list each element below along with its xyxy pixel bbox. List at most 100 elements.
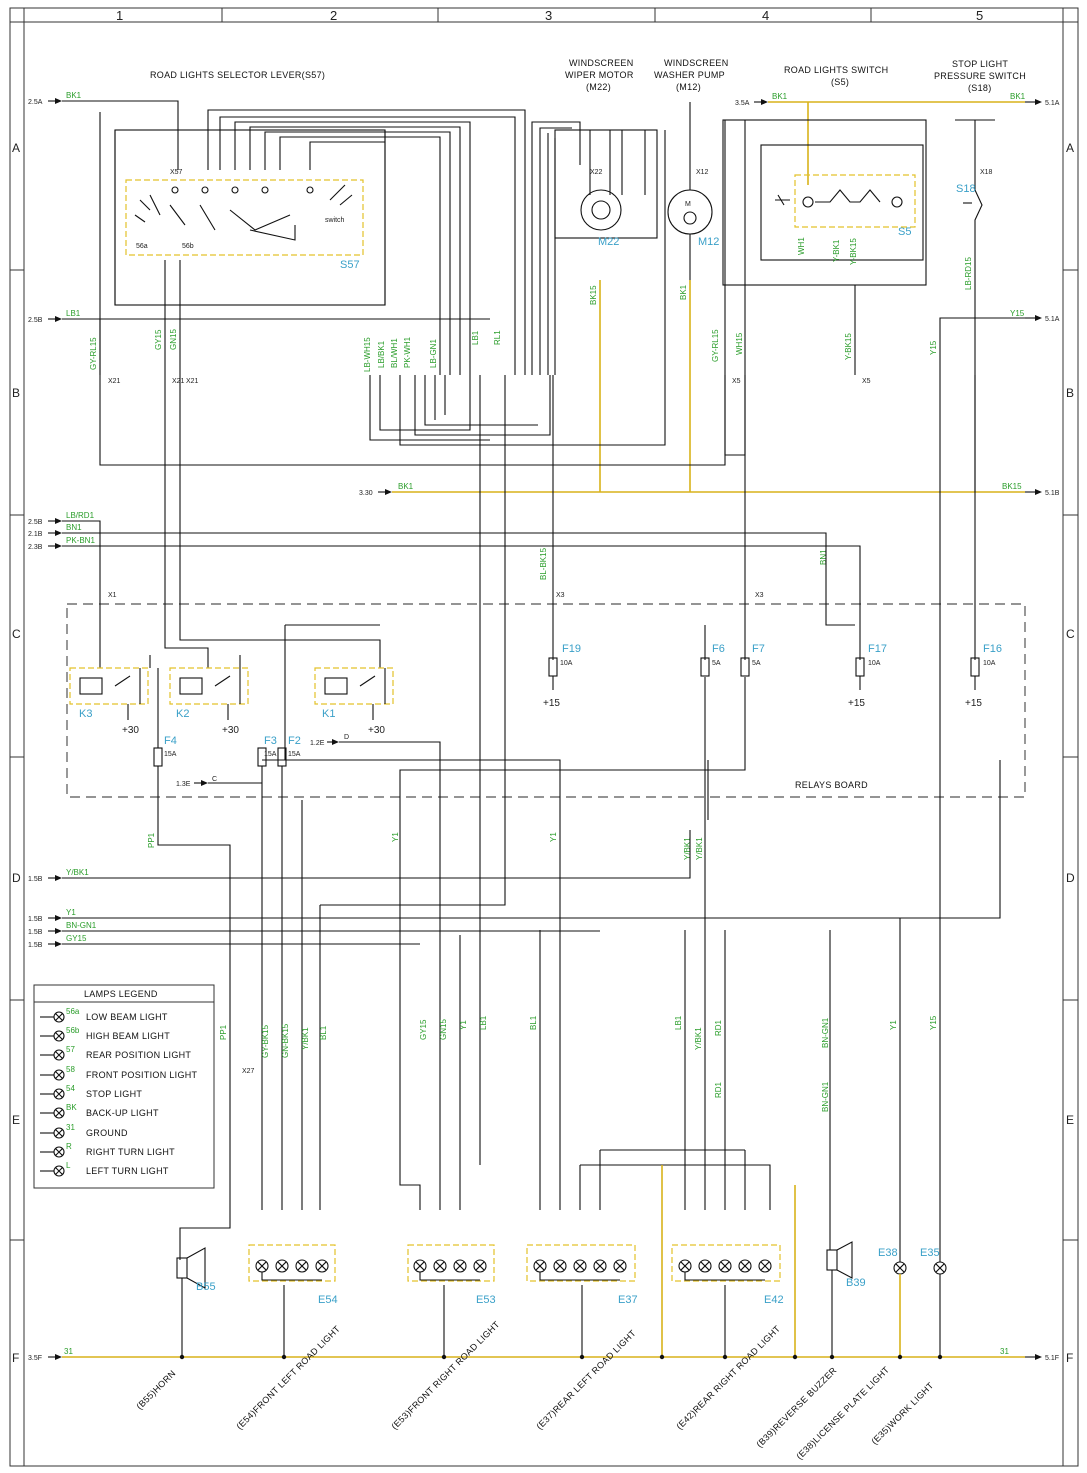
lamp-cross-icon — [740, 1261, 750, 1271]
column-label-1: 1 — [116, 8, 123, 23]
legend-label-left-turn: LEFT TURN LIGHT — [86, 1166, 169, 1176]
lamp-common-wire — [684, 1272, 765, 1281]
tag-f4: F4 — [164, 735, 177, 747]
ref-12e: 1.2E — [310, 740, 325, 747]
wl-ybk1: Y-BK1 — [832, 239, 841, 262]
title-wiper-motor-2: WIPER MOTOR — [565, 70, 634, 80]
tag-s18: S18 — [956, 183, 976, 195]
lamp-cross-icon — [615, 1261, 625, 1271]
lamp-cross-icon — [555, 1261, 565, 1271]
svg-text:54: 54 — [66, 1084, 75, 1093]
lamp-bulb-icon — [553, 1259, 567, 1273]
tag-e54: E54 — [318, 1294, 338, 1306]
tag-f17: F17 — [868, 643, 887, 655]
svg-text:31: 31 — [66, 1123, 75, 1132]
tag-f6: F6 — [712, 643, 725, 655]
label-rear-right: (E42)REAR RIGHT ROAD LIGHT — [674, 1323, 782, 1431]
wl-wh15: WH15 — [735, 332, 744, 355]
wl-blbk15: BL-BK15 — [539, 547, 548, 580]
wire-label-lb1: LB1 — [66, 309, 81, 318]
right-reference-arrows: 5.1A 5.1A 5.1B 5.1F — [1025, 99, 1060, 1362]
wl-e-gy15: GY15 — [419, 1019, 428, 1040]
wl-e-y1: Y1 — [459, 1020, 468, 1030]
wl-e-lb1-b: LB1 — [674, 1015, 683, 1030]
tag-b39: B39 — [846, 1277, 866, 1289]
tag-k2: K2 — [176, 708, 189, 720]
legend-item-9: L LEFT TURN LIGHT — [40, 1161, 169, 1177]
wl-rl1: RL1 — [493, 330, 502, 345]
tag-k1: K1 — [322, 708, 335, 720]
title-washer-pump-2: WASHER PUMP — [654, 70, 725, 80]
tag-f3: F3 — [264, 735, 277, 747]
lamp-cross-icon — [475, 1261, 485, 1271]
title-stop-light-2: PRESSURE SWITCH — [934, 71, 1026, 81]
fuse-f16 — [970, 657, 980, 690]
lamp-cross-icon — [257, 1261, 267, 1271]
fuse-f17 — [855, 657, 865, 690]
supply-k3: +30 — [122, 725, 139, 736]
ref-51a-2: 5.1A — [1045, 316, 1060, 323]
wl-lbgn1: LB-GN1 — [429, 339, 438, 368]
connector-labels: X21 X21 X21 X5 X5 X1 X3 X3 X27 X57 X22 X… — [108, 169, 993, 1075]
label-horn: (B55)HORN — [134, 1368, 177, 1411]
label-rear-left: (E37)REAR LEFT ROAD LIGHT — [534, 1328, 638, 1432]
wl-e-gn15: GN15 — [439, 1019, 448, 1040]
ref-15b-b: 1.5B — [28, 916, 43, 923]
wire-label-pkbn1: PK-BN1 — [66, 536, 95, 545]
tag-s5: S5 — [898, 226, 911, 238]
wl-gn15: GN15 — [169, 329, 178, 350]
wl-e-y1-b: Y1 — [889, 1020, 898, 1030]
work-light-e35 — [933, 1261, 947, 1357]
road-lights-switch-s5 — [722, 119, 927, 286]
wl-gyrl15-b: GY-RL15 — [711, 329, 720, 362]
relay-k2 — [169, 655, 249, 720]
wl-e-ybk1-b: Y/BK1 — [694, 1027, 703, 1050]
relays-board — [62, 375, 1026, 875]
lamp-bulb-icon — [573, 1259, 587, 1273]
relay-k1 — [314, 667, 394, 720]
ref-23b: 2.3B — [28, 544, 43, 551]
wl-pp1-mid: PP1 — [147, 832, 156, 848]
wl-d-gy15: GY15 — [66, 934, 87, 943]
left-reference-arrows: 2.5A 2.5B 2.5B 2.1B 2.3B 1.5B 1.5B 1.5B … — [28, 98, 768, 1362]
supply-buses — [62, 100, 1025, 1358]
lamp-bulb-icon — [613, 1259, 627, 1273]
wl-lbwh15: LB-WH15 — [363, 337, 372, 372]
wl-e-gnbk15: GN-BK15 — [281, 1023, 290, 1058]
ref-51b: 5.1B — [1045, 490, 1060, 497]
legend-label-high-beam: HIGH BEAM LIGHT — [86, 1031, 170, 1041]
conn-x12-a: X12 — [696, 169, 709, 176]
column-label-4: 4 — [762, 8, 769, 23]
lamp-bulb-icon — [698, 1259, 712, 1273]
title-washer-pump-3: (M12) — [676, 82, 701, 92]
ref-51a: 5.1A — [1045, 100, 1060, 107]
stop-light-switch-s18 — [955, 119, 995, 492]
tag-f16: F16 — [983, 643, 1002, 655]
legend-item-6: BK BACK-UP LIGHT — [40, 1103, 159, 1119]
wl-bk15: BK15 — [589, 285, 598, 305]
supply-f17: +15 — [848, 698, 865, 709]
legend-title: LAMPS LEGEND — [84, 989, 158, 999]
rating-f7: 5A — [752, 660, 761, 667]
lamp-bulb-icon — [593, 1259, 607, 1273]
svg-text:56b: 56b — [66, 1026, 80, 1035]
row-label-f-right: F — [1066, 1351, 1073, 1365]
lamp-bulb-icon — [758, 1259, 772, 1273]
tag-m22: M22 — [598, 236, 619, 248]
lamp-housing — [407, 1244, 495, 1282]
svg-text:56a: 56a — [66, 1007, 80, 1016]
label-front-right: (E53)FRONT RIGHT ROAD LIGHT — [389, 1319, 501, 1431]
drawing-frame — [9, 7, 1079, 1467]
inline-letter-c: C — [212, 776, 217, 783]
supply-k1: +30 — [368, 725, 385, 736]
wl-ybk1-d: Y/BK1 — [683, 837, 692, 860]
row-label-b-right: B — [1066, 386, 1074, 400]
wl-ybk1-d2: Y/BK1 — [695, 837, 704, 860]
wire-label-y15-right: Y15 — [1010, 309, 1025, 318]
wl-wh1: WH1 — [797, 237, 806, 255]
lamp-bulb-icon — [315, 1259, 329, 1273]
wl-gyrl15: GY-RL15 — [89, 337, 98, 370]
inline-letter-d: D — [344, 734, 349, 741]
column-label-3: 3 — [545, 8, 552, 23]
